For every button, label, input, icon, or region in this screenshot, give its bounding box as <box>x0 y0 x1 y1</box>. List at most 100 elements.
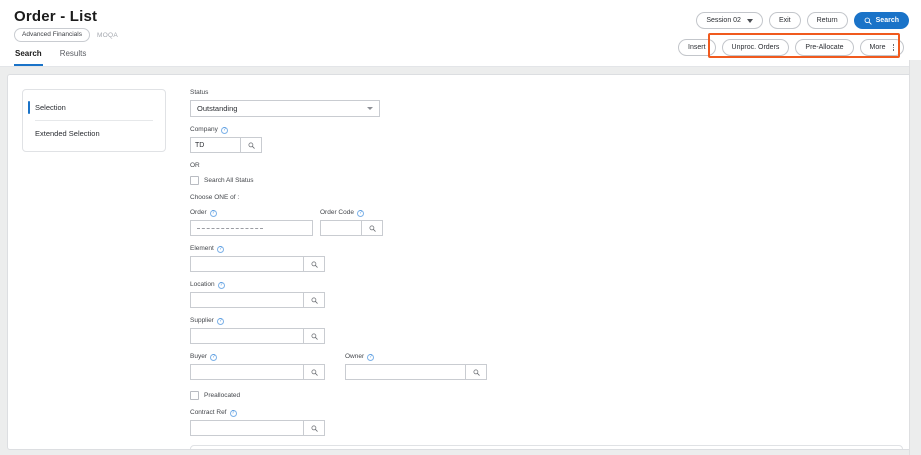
help-circle-icon[interactable]: ? <box>356 209 364 217</box>
search-button[interactable]: Search <box>853 12 909 29</box>
owner-search-button[interactable] <box>465 364 487 380</box>
help-circle-icon[interactable]: ? <box>220 126 228 134</box>
element-input[interactable] <box>190 256 303 272</box>
contract-ref-input[interactable] <box>190 420 303 436</box>
search-icon <box>864 17 872 25</box>
field-element: Element ? <box>190 245 903 272</box>
field-preallocated: Preallocated <box>190 391 903 400</box>
help-circle-icon[interactable]: ? <box>367 353 375 361</box>
label-company: Company ? <box>190 126 903 134</box>
label-location: Location ? <box>190 281 903 289</box>
label-element-text: Element <box>190 245 214 252</box>
location-search-button[interactable] <box>303 292 325 308</box>
supplier-search-button[interactable] <box>303 328 325 344</box>
label-owner: Owner ? <box>345 353 487 361</box>
supplier-input[interactable] <box>190 328 303 344</box>
label-buyer: Buyer ? <box>190 353 345 361</box>
order-code-search-button[interactable] <box>361 220 383 236</box>
label-owner-text: Owner <box>345 353 365 360</box>
exit-button[interactable]: Exit <box>768 12 801 29</box>
badge-row: Advanced Financials MOQA <box>14 28 118 42</box>
sidebar-divider <box>35 120 153 121</box>
field-order-code: Order Code ? <box>320 209 383 236</box>
more-label: More <box>869 43 886 51</box>
owner-input[interactable] <box>345 364 465 380</box>
element-search-button[interactable] <box>303 256 325 272</box>
field-location: Location ? <box>190 281 903 308</box>
field-status: Status Outstanding <box>190 89 903 117</box>
order-input-placeholder-dash <box>197 227 263 229</box>
label-order-code: Order Code ? <box>320 209 383 217</box>
chevron-down-icon <box>746 18 753 23</box>
label-order-text: Order <box>190 209 207 216</box>
sidebar-column: Selection Extended Selection <box>8 75 176 449</box>
session-label: Session 02 <box>706 16 741 24</box>
order-code-input[interactable] <box>320 220 361 236</box>
pre-allocate-button[interactable]: Pre-Allocate <box>795 39 854 56</box>
field-owner: Owner ? <box>345 353 487 380</box>
company-input-group: TD <box>190 137 903 153</box>
help-circle-icon[interactable]: ? <box>209 209 217 217</box>
return-button[interactable]: Return <box>806 12 848 29</box>
status-select[interactable]: Outstanding <box>190 100 380 117</box>
order-code-input-group <box>320 220 383 236</box>
label-status: Status <box>190 89 903 97</box>
content-card: Selection Extended Selection Status O <box>7 74 914 450</box>
module-code: MOQA <box>96 31 119 39</box>
label-company-text: Company <box>190 126 218 133</box>
module-badge: Advanced Financials <box>14 28 90 42</box>
supplier-input-group <box>190 328 903 344</box>
choose-one-note: Choose ONE of : <box>190 194 240 201</box>
label-status-text: Status <box>190 89 209 96</box>
label-supplier: Supplier ? <box>190 317 903 325</box>
label-buyer-text: Buyer <box>190 353 207 360</box>
help-circle-icon[interactable]: ? <box>229 409 237 417</box>
vertical-scrollbar[interactable] <box>909 60 921 455</box>
help-circle-icon[interactable]: ? <box>216 317 224 325</box>
more-button[interactable]: More <box>859 39 904 56</box>
search-all-status-checkbox[interactable] <box>190 176 199 185</box>
sidebar-item-label: Extended Selection <box>35 129 100 138</box>
insert-button[interactable]: Insert <box>678 39 716 56</box>
location-input[interactable] <box>190 292 303 308</box>
unprocessed-orders-button[interactable]: Unproc. Orders <box>721 39 790 56</box>
help-circle-icon[interactable]: ? <box>209 353 217 361</box>
buyer-search-button[interactable] <box>303 364 325 380</box>
tab-results[interactable]: Results <box>59 49 87 58</box>
or-separator: OR <box>190 162 200 169</box>
help-circle-icon[interactable]: ? <box>217 281 225 289</box>
top-action-bar: Session 02 Exit Return Search <box>696 12 909 29</box>
company-search-button[interactable] <box>240 137 262 153</box>
label-supplier-text: Supplier <box>190 317 214 324</box>
company-input[interactable]: TD <box>190 137 240 153</box>
sidebar-card: Selection Extended Selection <box>22 89 166 152</box>
label-order-code-text: Order Code <box>320 209 354 216</box>
session-selector[interactable]: Session 02 <box>696 12 763 29</box>
buyer-input[interactable] <box>190 364 303 380</box>
secondary-action-bar: Insert Unproc. Orders Pre-Allocate More <box>673 36 909 59</box>
field-order: Order ? <box>190 209 320 236</box>
buyer-input-group <box>190 364 345 380</box>
field-company: Company ? TD <box>190 126 903 153</box>
contract-ref-search-button[interactable] <box>303 420 325 436</box>
buyer-owner-row: Buyer ? Owner ? <box>190 353 903 389</box>
label-location-text: Location <box>190 281 215 288</box>
tab-search[interactable]: Search <box>14 49 43 66</box>
order-input[interactable] <box>190 220 313 236</box>
contract-ref-input-group <box>190 420 903 436</box>
label-contract-ref-text: Contract Ref <box>190 409 227 416</box>
order-row: Order ? Order Code ? <box>190 209 903 245</box>
sidebar-item-extended-selection[interactable]: Extended Selection <box>23 122 165 145</box>
element-input-group <box>190 256 903 272</box>
more-vertical-icon <box>892 44 894 51</box>
page-header: Order - List Advanced Financials MOQA Se… <box>0 0 921 58</box>
sidebar-item-selection[interactable]: Selection <box>23 96 165 119</box>
preallocated-checkbox[interactable] <box>190 391 199 400</box>
form-column: Status Outstanding Company ? TD <box>176 75 913 449</box>
help-circle-icon[interactable]: ? <box>216 245 224 253</box>
body-region: Selection Extended Selection Status O <box>0 60 921 455</box>
label-element: Element ? <box>190 245 903 253</box>
search-all-status-label: Search All Status <box>204 176 254 184</box>
field-search-all-status: Search All Status <box>190 176 903 185</box>
